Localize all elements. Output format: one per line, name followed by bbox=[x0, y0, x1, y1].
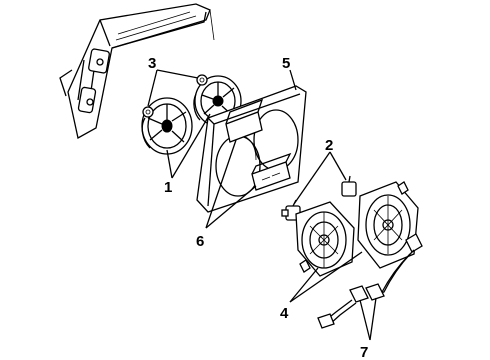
callout-4: 4 bbox=[280, 305, 289, 322]
callout-labels: 1 2 3 4 5 6 7 bbox=[148, 55, 368, 360]
relay-icon bbox=[225, 98, 292, 191]
callout-1: 1 bbox=[164, 179, 172, 196]
callout-6: 6 bbox=[196, 233, 204, 250]
fan-assembly-icon bbox=[295, 181, 419, 277]
callout-5: 5 bbox=[282, 55, 290, 72]
nut-icon bbox=[142, 74, 208, 118]
callout-2: 2 bbox=[325, 137, 333, 154]
motor-icon bbox=[281, 175, 357, 221]
radiator-icon bbox=[59, 3, 215, 139]
callout-7: 7 bbox=[360, 344, 368, 360]
leader-lines bbox=[147, 69, 377, 341]
harness-icon bbox=[317, 233, 423, 329]
callout-3: 3 bbox=[148, 55, 156, 72]
